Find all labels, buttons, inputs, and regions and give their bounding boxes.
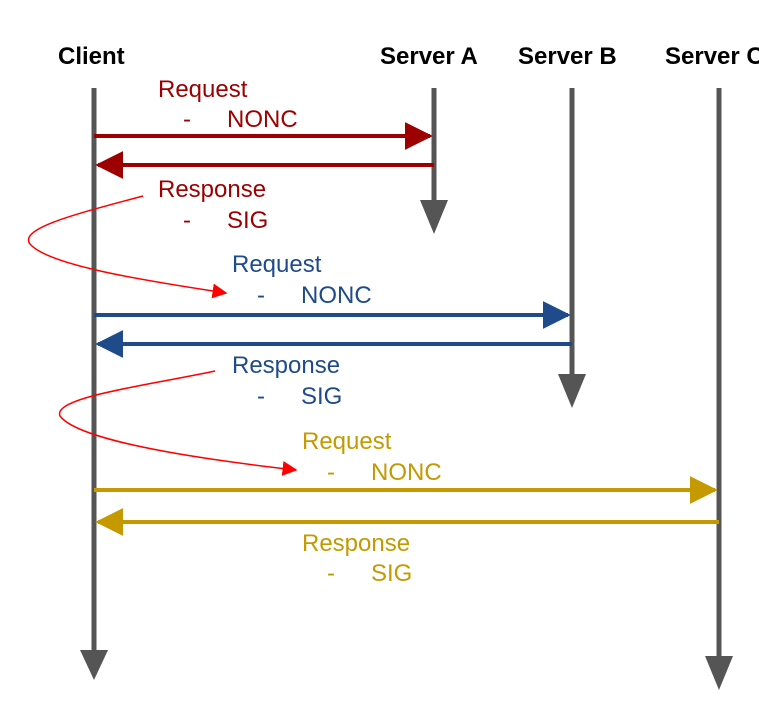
response-item: SIG xyxy=(301,383,342,410)
request-title: Request xyxy=(232,251,322,278)
lifeline-arrowhead-icon xyxy=(80,650,108,680)
request-title: Request xyxy=(158,76,248,103)
request-item: NONC xyxy=(371,459,442,486)
lifeline-arrowhead-icon xyxy=(558,374,586,408)
response-item: SIG xyxy=(227,207,268,234)
request-bullet: - xyxy=(257,282,265,309)
exchange-server-a: Request - NONC Response - SIG xyxy=(94,76,434,234)
lifeline-server-b xyxy=(558,88,586,408)
lifeline-arrowhead-icon xyxy=(705,656,733,690)
response-bullet: - xyxy=(327,560,335,587)
sig-to-nonc-curve-1 xyxy=(27,195,228,299)
participant-client: Client xyxy=(58,43,125,70)
request-item: NONC xyxy=(301,282,372,309)
participant-server-c: Server C xyxy=(665,43,759,70)
response-title: Response xyxy=(158,176,266,203)
lifeline-arrowhead-icon xyxy=(420,200,448,234)
response-bullet: - xyxy=(257,383,265,410)
request-bullet: - xyxy=(183,106,191,133)
exchange-server-c: Request - NONC Response - SIG xyxy=(94,428,719,587)
request-title: Request xyxy=(302,428,392,455)
participant-server-a: Server A xyxy=(380,43,478,70)
lifeline-server-c xyxy=(705,88,733,690)
request-item: NONC xyxy=(227,106,298,133)
response-bullet: - xyxy=(183,207,191,234)
response-title: Response xyxy=(302,530,410,557)
lifeline-server-a xyxy=(420,88,448,234)
response-item: SIG xyxy=(371,560,412,587)
lifeline-client xyxy=(80,88,108,680)
request-bullet: - xyxy=(327,459,335,486)
participant-server-b: Server B xyxy=(518,43,617,70)
exchange-server-b: Request - NONC Response - SIG xyxy=(94,251,572,410)
sig-to-nonc-curve-2 xyxy=(59,370,298,476)
response-title: Response xyxy=(232,352,340,379)
